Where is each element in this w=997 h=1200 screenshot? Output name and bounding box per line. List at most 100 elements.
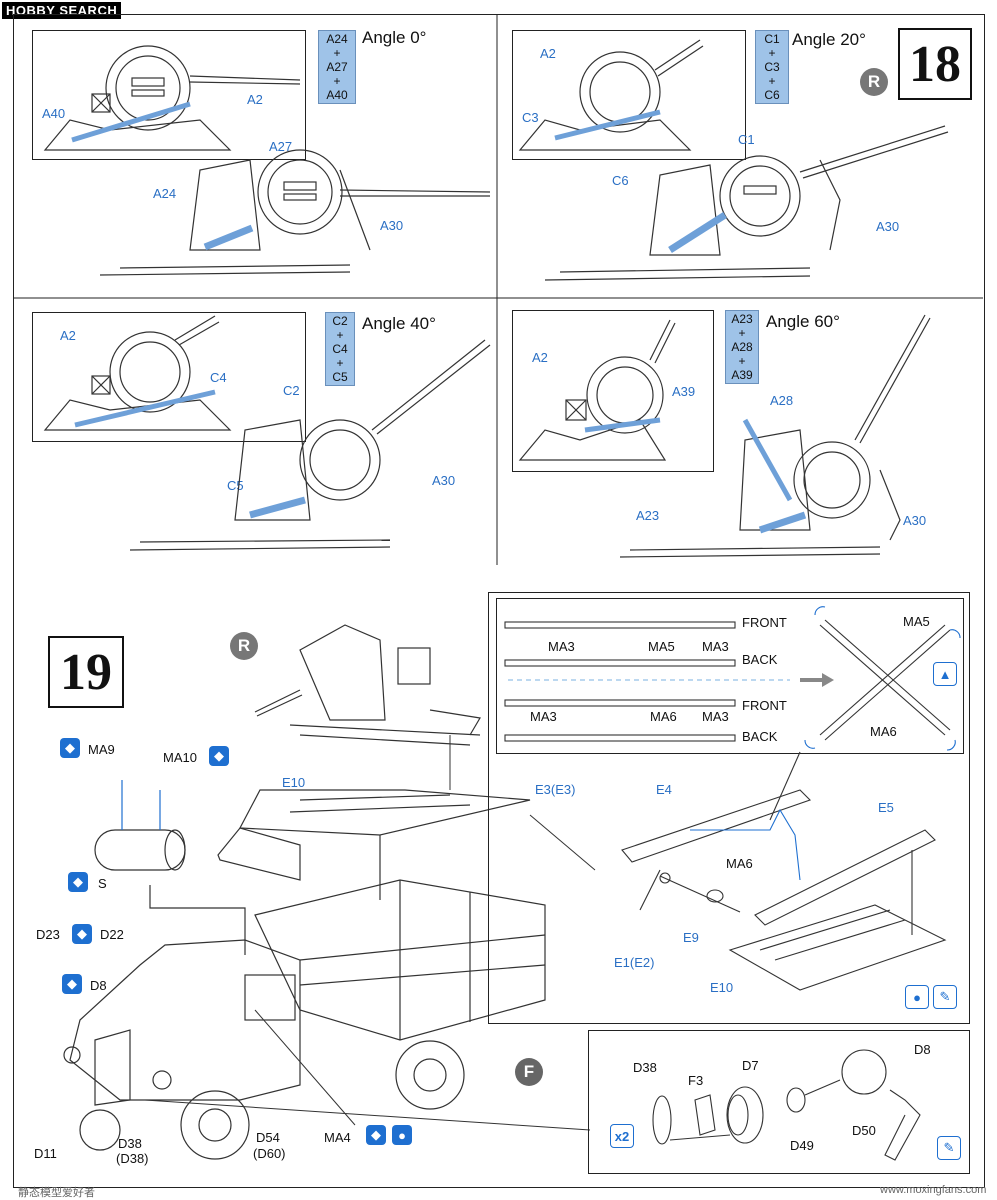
inset-rails <box>496 598 964 754</box>
label-back: BACK <box>742 652 778 667</box>
part-d38: D38 <box>633 1060 657 1075</box>
part-d23: D23 <box>36 927 60 942</box>
callout: A2 <box>540 46 556 61</box>
inset-angle-0 <box>32 30 306 160</box>
label-back: BACK <box>742 729 778 744</box>
angle-title: Angle 0° <box>362 28 427 47</box>
plus-sign: + <box>333 46 341 60</box>
plus-sign: + <box>768 74 776 88</box>
part-d38-alt: (D38) <box>116 1151 149 1166</box>
part-label: A24 <box>326 32 348 46</box>
part-label: C6 <box>764 88 780 102</box>
part-ma3: MA3 <box>530 709 557 724</box>
quantity-x2-icon: x2 <box>610 1124 634 1148</box>
plus-sign: + <box>738 326 746 340</box>
part-label: C2 <box>332 314 348 328</box>
part-d8: D8 <box>90 978 107 993</box>
step-number-19: 19 <box>48 636 124 708</box>
callout: A30 <box>876 219 900 234</box>
page-frame <box>13 14 985 1188</box>
part-label: A23 <box>731 312 753 326</box>
callout: C2 <box>283 383 300 398</box>
glue-icon: ◆ <box>60 738 80 758</box>
paint-brush-icon: ✎ <box>933 985 957 1009</box>
flak-gun <box>254 624 481 746</box>
part-label: C3 <box>764 60 780 74</box>
paint-brush-icon: ✎ <box>937 1136 961 1160</box>
part-ma6: MA6 <box>870 724 897 739</box>
callout: A2 <box>247 92 263 107</box>
part-d8: D8 <box>914 1042 931 1057</box>
part-ma6: MA6 <box>650 709 677 724</box>
parts-stack-angle-0: A24 + A27 + A40 <box>318 30 356 104</box>
part-e10: E10 <box>282 775 306 790</box>
marker-r: R <box>230 632 258 660</box>
part-ma4: MA4 <box>324 1130 351 1145</box>
callout: C6 <box>612 173 629 188</box>
part-e1: E1(E2) <box>614 955 655 970</box>
part-label: A40 <box>326 88 348 102</box>
part-e3: E3(E3) <box>535 782 576 797</box>
callout: A30 <box>432 473 456 488</box>
part-ma5: MA5 <box>648 639 675 654</box>
marker-r: R <box>860 68 888 96</box>
callout: A27 <box>269 139 293 154</box>
plus-sign: + <box>768 46 776 60</box>
part-s: S <box>98 876 107 891</box>
footer-url: www.moxingfans.com <box>880 1184 987 1196</box>
part-d11: D11 <box>34 1146 57 1161</box>
gun-mount-inset <box>43 315 232 431</box>
callout: C1 <box>738 132 755 147</box>
plus-sign: + <box>333 74 341 88</box>
glue-icon: ◆ <box>72 924 92 944</box>
paint-drop-icon: ● <box>905 985 929 1009</box>
part-e5: E5 <box>878 800 894 815</box>
part-e4: E4 <box>656 782 672 797</box>
marker-f: F <box>515 1058 543 1086</box>
parts-stack-angle-20: C1 + C3 + C6 <box>755 30 789 104</box>
step-number-18: 18 <box>898 28 972 100</box>
label-front: FRONT <box>742 698 787 713</box>
gun-carriage <box>129 339 491 551</box>
callout: A23 <box>636 508 660 523</box>
gun-carriage <box>619 314 931 558</box>
glue-icon: ◆ <box>68 872 88 892</box>
gun-mount-inset <box>518 39 704 151</box>
inset-headlight <box>588 1030 970 1174</box>
truck <box>63 879 546 1160</box>
part-label: C5 <box>332 370 348 384</box>
callout: A24 <box>153 186 177 201</box>
part-ma3: MA3 <box>548 639 575 654</box>
callout: A2 <box>60 328 76 343</box>
part-d50: D50 <box>852 1123 876 1138</box>
glue-icon: ◆ <box>209 746 229 766</box>
rolled-tarp <box>94 829 186 871</box>
part-label: C1 <box>764 32 780 46</box>
angle-title: Angle 20° <box>792 30 866 49</box>
parts-stack-angle-40: C2 + C4 + C5 <box>325 312 355 386</box>
bend-icon: ▲ <box>933 662 957 686</box>
parts-stack-angle-60: A23 + A28 + A39 <box>725 310 759 384</box>
plus-sign: + <box>738 354 746 368</box>
part-label: A27 <box>326 60 348 74</box>
part-ma9: MA9 <box>88 742 115 757</box>
part-d7: D7 <box>742 1058 759 1073</box>
part-d49: D49 <box>790 1138 814 1153</box>
part-ma3: MA3 <box>702 639 729 654</box>
truck-bed-platform <box>217 789 531 900</box>
glue-icon: ◆ <box>62 974 82 994</box>
angle-title: Angle 60° <box>766 312 840 331</box>
callout: A30 <box>380 218 404 233</box>
gun-mount-inset <box>43 45 301 151</box>
glue-icon: ◆ <box>366 1125 386 1145</box>
gun-carriage <box>544 125 949 281</box>
label-front: FRONT <box>742 615 787 630</box>
callout: A28 <box>770 393 794 408</box>
part-ma5: MA5 <box>903 614 930 629</box>
footer-brand: 静态模型爱好者 <box>18 1187 95 1199</box>
gun-carriage <box>99 149 491 276</box>
